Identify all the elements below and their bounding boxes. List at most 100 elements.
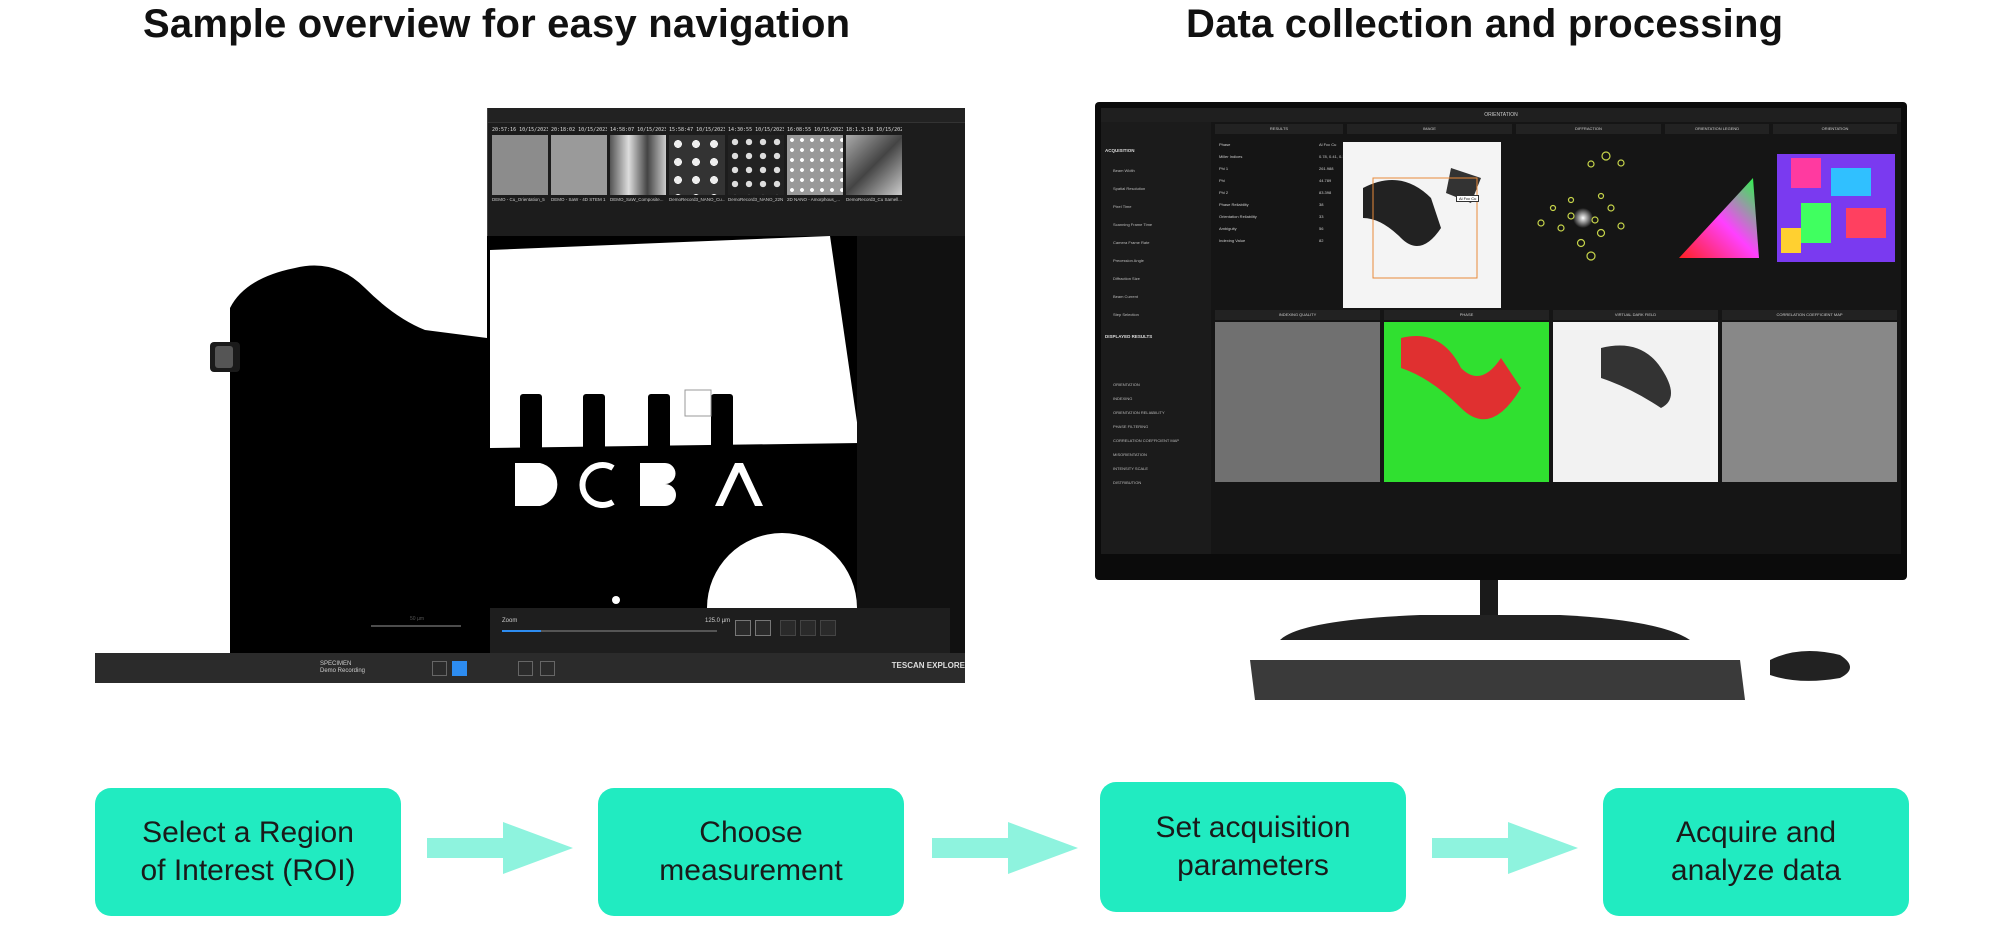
roi-tool-icon[interactable] [452,661,467,676]
thumbnail-image [846,135,902,195]
fit-view-button[interactable] [735,620,751,636]
thumbnail-caption: 2D NANO - Amorphous_... [787,197,841,202]
result-list-item[interactable]: PHASE FILTERING [1113,424,1149,429]
zoom-label: Zoom [502,618,518,624]
heading-data-collection: Data collection and processing [1186,2,1784,46]
select-tool-icon[interactable] [432,661,447,676]
thumbnail-timestamp: 18:1.3:18 10/15/2023 [846,127,902,133]
thumbnail-item[interactable]: 16:08:55 10/15/2023 2D NANO - Amorphous_.… [787,127,843,209]
thumbnail-image [787,135,843,195]
scale-bar-label: 50 µm [410,616,424,622]
acquisition-section[interactable]: ACQUISITION [1105,148,1135,153]
screen-title: ORIENTATION [1101,108,1901,122]
param-row: Precession Angle [1113,258,1144,263]
zoom-value: 125.0 µm [705,618,731,624]
layers-tool-icon[interactable] [540,661,555,676]
thumbnail-image [610,135,666,195]
recording-title: SPECIMEN [320,661,352,667]
point-tool-icon[interactable] [472,661,485,674]
thumbnail-caption: DEMO - Cu_Orientation_5 [492,197,545,202]
panel-header: CORRELATION COEFFICIENT MAP [1722,310,1897,320]
thumbnail-image [492,135,548,195]
analysis-software-screen: ORIENTATION ACQUISITION Beam Width Spati… [1101,108,1901,554]
thumbnail-timestamp: 16:08:55 10/15/2023 [787,127,843,133]
panel-header: RESULTS [1215,124,1343,134]
result-list-item[interactable]: INTENSITY SCALE [1113,466,1149,471]
result-list-item[interactable]: ORIENTATION RELIABILITY [1113,410,1165,415]
heading-sample-overview: Sample overview for easy navigation [143,2,851,46]
param-row: Pixel Time [1113,204,1132,209]
param-row: Camera Frame Rate [1113,240,1150,245]
analysis-maps [1215,142,1897,482]
param-row: Diffraction Size [1113,276,1140,281]
step-set-parameters: Set acquisition parameters [1100,782,1406,912]
arrow-right-icon [932,822,1078,874]
view-option-button[interactable] [780,620,796,636]
param-row: Step Selection [1113,312,1139,317]
step-choose-measurement: Choose measurement [598,788,904,916]
thumbnail-image [669,135,725,195]
gallery-toolbar [488,108,965,123]
refresh-button[interactable] [820,620,836,636]
param-row: Spatial Resolution [1113,186,1146,191]
result-list-item[interactable]: INDEXING [1113,396,1133,401]
zoom-slider-track[interactable] [502,630,717,632]
result-list-item[interactable]: CORRELATION COEFFICIENT MAP [1113,438,1180,443]
thumbnail-caption: DEMO_SaW_Composite... [610,197,664,202]
thumbnail-timestamp: 14:58:07 10/15/2023 [610,127,666,133]
panel-header: IMAGE [1347,124,1512,134]
param-row: Beam Width [1113,168,1135,173]
displayed-results-section[interactable]: DISPLAYED RESULTS [1105,334,1153,339]
recording-info: SPECIMEN Demo Recording [320,661,365,675]
monitor-screen: ORIENTATION ACQUISITION Beam Width Spati… [1095,102,1907,580]
panel-header: INDEXING QUALITY [1215,310,1380,320]
zoom-slider-fill[interactable] [502,630,541,632]
recording-subtitle: Demo Recording [320,668,366,674]
panel-header: ORIENTATION [1773,124,1897,134]
center-view-button[interactable] [755,620,771,636]
panel-header: PHASE [1384,310,1549,320]
step-select-roi: Select a Region of Interest (ROI) [95,788,401,916]
thumbnail-caption: DemoRecord3_NANO_Cu... [669,197,725,202]
thumbnail-timestamp: 14:30:55 10/15/2023 [728,127,784,133]
param-row: Scanning Frame Time [1113,222,1153,227]
thumbnail-caption: DemoRecord3_Cu Samell... [846,197,902,202]
thumbnail-timestamp: 20:57:16 10/15/2023 [492,127,548,133]
line-tool-icon[interactable] [488,661,501,674]
result-list-item[interactable]: MISORIENTATION [1113,452,1147,457]
list-view-button[interactable] [800,620,816,636]
frame-tool-icon[interactable] [518,661,533,676]
panel-header: VIRTUAL DARK FIELD [1553,310,1718,320]
panel-header: ORIENTATION LEGEND [1665,124,1769,134]
thumbnail-timestamp: 15:58:47 10/15/2023 [669,127,725,133]
result-list-item[interactable]: ORIENTATION [1113,382,1140,387]
result-list-item[interactable]: DISTRIBUTION [1113,480,1142,485]
thumbnail-caption: DEMO - SaW - 4D STEM 1 [551,197,606,202]
thumbnail-timestamp: 20:18:02 10/15/2023 [551,127,607,133]
thumbnail-image [551,135,607,195]
tescan-logo: TESCAN EXPLORE [891,661,965,670]
step-acquire-analyze: Acquire and analyze data [1603,788,1909,916]
arrow-right-icon [427,822,573,874]
status-bar: SPECIMEN Demo Recording TESCAN EXPLORE [95,653,965,683]
thumbnail-image [728,135,784,195]
acquisition-sidebar: ACQUISITION Beam Width Spatial Resolutio… [1101,122,1211,554]
